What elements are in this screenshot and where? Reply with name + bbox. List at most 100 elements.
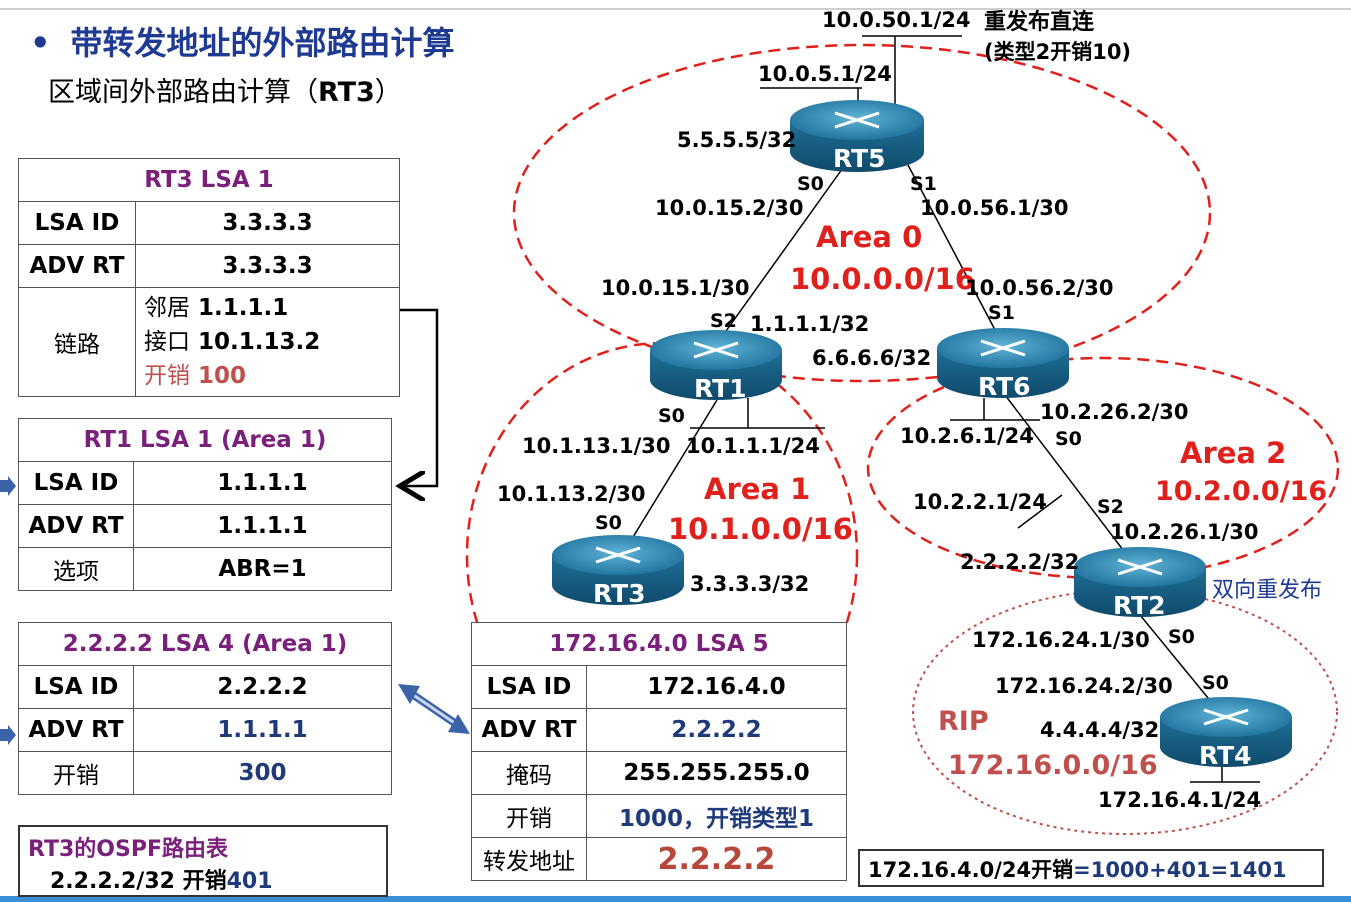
rt4-lan-label: 172.16.4.1/24	[1098, 788, 1262, 812]
row-key: LSA ID	[18, 201, 136, 245]
footer-band	[0, 896, 1351, 902]
row-value: 3.3.3.3	[135, 244, 400, 288]
router-rt5-icon	[790, 100, 924, 172]
redistribute-type-label: (类型2开销10)	[984, 40, 1132, 64]
pointer-arrow-icon	[0, 725, 16, 745]
rt2-s0-label: S0	[1168, 626, 1195, 648]
router-rt1-label: RT1	[694, 374, 747, 403]
redistribute-label: 重发布直连	[984, 10, 1095, 35]
row-key: 掩码	[471, 751, 587, 795]
area2-ellipse	[866, 356, 1340, 580]
subtitle-suffix: ）	[374, 77, 402, 108]
table-title: 172.16.4.0 LSA 5	[471, 622, 847, 666]
row-key: 转发地址	[471, 837, 587, 881]
route-table-title: RT3的OSPF路由表	[28, 837, 228, 862]
area2-network: 10.2.0.0/16	[1155, 476, 1328, 507]
entry-cost: 401	[226, 869, 273, 894]
rt4-loopback-label: 4.4.4.4/32	[1040, 718, 1160, 742]
rt1-s2-label: S2	[710, 310, 737, 332]
rt5-s0-label: S0	[797, 173, 824, 195]
rt2-s0-ip-label: 172.16.24.1/30	[972, 628, 1150, 652]
rt2-lan-label: 10.2.2.1/24	[913, 490, 1047, 514]
row-value: ABR=1	[133, 547, 392, 591]
row-key: ADV RT	[471, 708, 587, 752]
rt2-s2-label: S2	[1097, 496, 1124, 518]
rt5-lan5-label: 10.0.5.1/24	[758, 62, 892, 86]
rt2-loopback-label: 2.2.2.2/32	[960, 550, 1080, 574]
iface-value: 10.1.13.2	[198, 329, 321, 355]
iface-label: 接口	[144, 329, 190, 355]
rt6-lan-label: 10.2.6.1/24	[900, 424, 1034, 448]
area2-name: Area 2	[1180, 436, 1287, 470]
row-value: 1.1.1.1	[133, 461, 392, 505]
rt1-s0-ip-label: 10.1.13.1/30	[522, 434, 671, 458]
rt1-loopback-label: 1.1.1.1/32	[750, 312, 870, 336]
rt4-s0-ip-label: 172.16.24.2/30	[995, 674, 1173, 698]
row-key: ADV RT	[18, 504, 134, 548]
neighbor-value: 1.1.1.1	[198, 295, 289, 321]
rt5-s1-label: S1	[910, 173, 937, 195]
rip-ellipse	[912, 589, 1338, 835]
row-key: LSA ID	[471, 665, 587, 709]
rip-network: 172.16.0.0/16	[948, 750, 1158, 781]
area0-name: Area 0	[816, 220, 923, 254]
subtitle-bold: RT3	[318, 77, 375, 108]
route-table-entry: 2.2.2.2/32 开销401	[50, 863, 273, 895]
result-prefix: 172.16.4.0/24开销	[868, 858, 1074, 882]
table-title: RT3 LSA 1	[18, 158, 400, 202]
router-rt3-label: RT3	[593, 579, 646, 608]
row-value: 172.16.4.0	[586, 665, 847, 709]
router-rt6-label: RT6	[978, 372, 1031, 401]
row-value: 1000，开销类型1	[586, 794, 847, 838]
table-title: 2.2.2.2 LSA 4 (Area 1)	[18, 622, 392, 666]
result-text: 172.16.4.0/24开销=1000+401=1401	[868, 854, 1287, 884]
bidirectional-redistribute-label: 双向重发布	[1212, 578, 1323, 603]
result-formula: =1000+401=1401	[1073, 858, 1287, 882]
rt5-s1-ip-label: 10.0.56.1/30	[920, 196, 1069, 220]
router-rt4-icon	[1160, 697, 1292, 767]
router-rt2-label: RT2	[1113, 591, 1166, 620]
neighbor-label: 邻居	[144, 295, 190, 321]
route-table-box: RT3的OSPF路由表 2.2.2.2/32 开销401	[18, 825, 388, 897]
table-title: RT1 LSA 1 (Area 1)	[18, 418, 392, 462]
cost-label: 开销	[144, 363, 190, 389]
rt3-loopback-label: 3.3.3.3/32	[690, 572, 810, 596]
area0-network: 10.0.0.0/16	[790, 262, 975, 296]
rt1-s0-label: S0	[658, 405, 685, 427]
row-key: ADV RT	[18, 244, 136, 288]
router-rt3-icon	[552, 535, 684, 605]
row-value: 255.255.255.0	[586, 751, 847, 795]
area1-name: Area 1	[704, 472, 811, 506]
double-arrow-icon	[398, 684, 470, 734]
entry-prefix: 2.2.2.2/32 开销	[50, 869, 227, 894]
row-key: 开销	[18, 751, 134, 795]
router-rt6-icon	[937, 328, 1069, 398]
router-rt4-label: RT4	[1199, 741, 1252, 770]
rt3-s0-ip-label: 10.1.13.2/30	[497, 482, 646, 506]
title-text: 带转发地址的外部路由计算	[70, 24, 455, 62]
row-key: ADV RT	[18, 708, 134, 752]
rt5-s0-ip-label: 10.0.15.2/30	[655, 196, 804, 220]
row-key: 开销	[471, 794, 587, 838]
rt1-s2-ip-label: 10.0.15.1/30	[601, 276, 750, 300]
row-value: 300	[133, 751, 392, 795]
rt2-s2-ip-label: 10.2.26.1/30	[1110, 520, 1259, 544]
rt1-lan-label: 10.1.1.1/24	[686, 434, 820, 458]
link-cell: 邻居 1.1.1.1 接口 10.1.13.2 开销 100	[135, 287, 400, 397]
rt3-s0-label: S0	[595, 512, 622, 534]
rt5-lan50-label: 10.0.50.1/24	[822, 8, 971, 32]
rt6-s1-label: S1	[988, 302, 1015, 324]
page-subtitle: 区域间外部路由计算（RT3）	[48, 70, 402, 109]
subtitle-prefix: 区域间外部路由计算（	[48, 77, 318, 108]
row-value: 1.1.1.1	[133, 504, 392, 548]
row-key: LSA ID	[18, 665, 134, 709]
pointer-arrow-icon	[0, 476, 16, 496]
row-key: 选项	[18, 547, 134, 591]
bullet: •	[30, 24, 51, 62]
row-value: 2.2.2.2	[586, 708, 847, 752]
rt6-s1-ip-label: 10.0.56.2/30	[965, 276, 1114, 300]
